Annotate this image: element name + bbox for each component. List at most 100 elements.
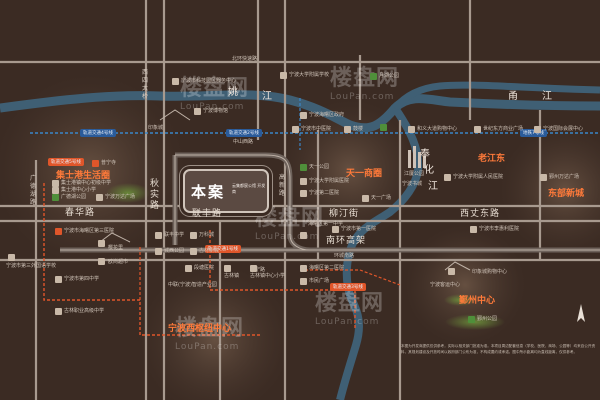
poi-label[interactable]: 宁波大学附属医院 bbox=[309, 178, 350, 184]
poi-label[interactable]: 古林镇 bbox=[224, 273, 240, 279]
poi-icon bbox=[172, 78, 179, 85]
area-circle-jishigang bbox=[0, 75, 185, 265]
road-label: 路 bbox=[279, 190, 286, 197]
area-circle-dongbu bbox=[500, 125, 600, 255]
poi-icon bbox=[55, 228, 62, 235]
poi-label[interactable]: 古林镇中心小学 bbox=[250, 273, 286, 279]
area-label-ningxi: 宁波西枢纽中心 bbox=[168, 324, 232, 334]
poi-label[interactable]: 天一广场 bbox=[371, 195, 392, 201]
road-label: 环城南路 bbox=[334, 253, 355, 259]
poi-icon bbox=[194, 108, 201, 115]
poi-icon bbox=[292, 126, 299, 133]
poi-label[interactable]: 古林职业高级中学 bbox=[64, 308, 105, 314]
poi-icon bbox=[474, 126, 481, 133]
river-label: 奉 bbox=[420, 149, 431, 160]
poi-label[interactable]: 印象城 bbox=[148, 125, 164, 131]
poi-label[interactable]: 段塘医院 bbox=[194, 265, 215, 271]
poi-icon bbox=[300, 164, 307, 171]
poi-label[interactable]: 宁波客运中心 bbox=[430, 282, 461, 288]
road-label: 新 bbox=[279, 182, 286, 189]
poi-label[interactable]: 宁波第二医院 bbox=[309, 190, 340, 196]
road-label: 柳汀街 bbox=[329, 209, 360, 219]
area-label-tianyi: 天一商圈 bbox=[346, 169, 383, 179]
road-label: 广 bbox=[30, 175, 37, 182]
poi-label[interactable]: 普宁寺 bbox=[101, 160, 117, 166]
poi-label[interactable]: 宁波市中医院 bbox=[301, 126, 332, 132]
poi-icon bbox=[332, 226, 339, 233]
poi-label[interactable]: 宁波大学附属学校 bbox=[289, 72, 330, 78]
area-label-dongbu: 东部新城 bbox=[548, 189, 585, 199]
area-circle-yinzhou bbox=[405, 225, 525, 345]
poi-label[interactable]: 集士港中心小学 bbox=[61, 187, 97, 193]
river-label: 化 bbox=[424, 165, 435, 176]
poi-icon bbox=[190, 248, 197, 255]
poi-icon bbox=[448, 268, 455, 275]
poi-label[interactable]: 樱花里 bbox=[108, 245, 124, 251]
poi-label[interactable]: 欧尚超市 bbox=[108, 259, 129, 265]
poi-label[interactable]: 海曙区第二医院 bbox=[309, 265, 345, 271]
poi-label[interactable]: 宁波市海曙区第三医院 bbox=[64, 228, 115, 234]
road-label: 路 bbox=[150, 201, 161, 211]
poi-label[interactable]: 广德湖公园 bbox=[61, 194, 87, 200]
poi-label[interactable]: 天一公园 bbox=[309, 164, 330, 170]
poi-icon bbox=[408, 126, 415, 133]
poi-label[interactable]: 海曙区第一中学 bbox=[308, 221, 344, 227]
poi-icon bbox=[540, 174, 547, 181]
poi-label[interactable]: 城西公园 bbox=[164, 248, 185, 254]
poi-label[interactable]: 鄞州公园 bbox=[477, 316, 498, 322]
poi-icon bbox=[300, 278, 307, 285]
poi-label[interactable]: 宁波市科技园区服务中心 bbox=[181, 78, 237, 84]
poi-label[interactable]: 宁波书城 bbox=[402, 181, 423, 187]
poi-icon bbox=[96, 194, 103, 201]
poi-icon bbox=[370, 73, 377, 80]
metro-badge: 轨道交通1号线 bbox=[205, 245, 241, 253]
poi-label[interactable]: 世纪东方商业广场 bbox=[483, 126, 524, 132]
poi-label[interactable]: 宁波万达广场 bbox=[105, 194, 136, 200]
poi-icon bbox=[470, 226, 477, 233]
poi-label[interactable]: 宁波海曙区政府 bbox=[309, 112, 345, 118]
road-label: 桥 bbox=[142, 93, 149, 100]
poi-label[interactable]: 鼓楼 bbox=[353, 126, 364, 132]
road-label: 实 bbox=[150, 190, 161, 200]
poi-label[interactable]: 宁波国际会展中心 bbox=[543, 126, 584, 132]
poi-icon bbox=[362, 195, 369, 202]
poi-label[interactable]: 市民广场 bbox=[309, 278, 330, 284]
road-label: 兴宁路 bbox=[250, 267, 266, 273]
poi-icon bbox=[300, 178, 307, 185]
poi-label[interactable]: 万科城 bbox=[199, 232, 215, 238]
area-circle-ningxi bbox=[140, 265, 290, 400]
poi-label[interactable]: 宁波市李惠利医院 bbox=[479, 226, 520, 232]
road-label: 路 bbox=[30, 199, 37, 206]
metro-badge: 轨道交通4号线 bbox=[80, 129, 116, 137]
area-label-jishigang: 集士港生活圈 bbox=[56, 171, 111, 181]
poi-icon bbox=[468, 316, 475, 323]
road-label: 高 bbox=[279, 174, 286, 181]
poi-label[interactable]: 印象城购物中心 bbox=[472, 269, 508, 275]
metro-badge: 轨道交通2号线 bbox=[226, 129, 262, 137]
poi-label[interactable]: 鄞州万达广场 bbox=[549, 174, 580, 180]
poi-label[interactable]: 中联(宁波)智造产业园 bbox=[168, 282, 217, 288]
river-fenghua bbox=[336, 105, 423, 400]
poi-label[interactable]: 古林新城 bbox=[199, 248, 220, 254]
poi-label[interactable]: 集士港镇中心初级中学 bbox=[61, 180, 112, 186]
project-marker[interactable]: 本案 云集都宸公馆 开发商 bbox=[183, 169, 269, 213]
poi-icon bbox=[98, 258, 105, 265]
road-label: 湖 bbox=[30, 191, 37, 198]
metro-badge: 轨道交通5号线 bbox=[48, 158, 84, 166]
poi-label[interactable]: 宁波博物馆 bbox=[203, 108, 229, 114]
poi-label[interactable]: 联丰中学 bbox=[164, 232, 185, 238]
poi-label[interactable]: 江厦公园 bbox=[404, 171, 425, 177]
poi-label[interactable]: 宁波大学附属人民医院 bbox=[453, 174, 504, 180]
road-label: 太 bbox=[142, 85, 149, 92]
poi-label[interactable]: 月湖公园 bbox=[379, 73, 400, 79]
poi-label[interactable]: 宁波市第四中学 bbox=[64, 276, 100, 282]
poi-label[interactable]: 和义大道购物中心 bbox=[417, 126, 458, 132]
poi-label[interactable]: 宁波市第三外国语学校 bbox=[6, 263, 57, 269]
poi-icon bbox=[250, 265, 257, 272]
poi-icon bbox=[300, 190, 307, 197]
area-label-yinzhou: 鄞州中心 bbox=[459, 296, 496, 306]
poi-label[interactable]: 宁波市第一医院 bbox=[341, 226, 377, 232]
